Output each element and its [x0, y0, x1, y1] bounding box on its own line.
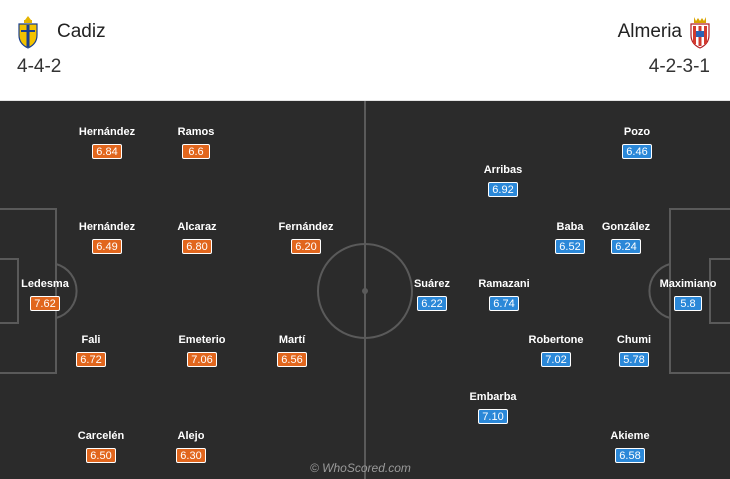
player-rating: 6.46: [622, 144, 652, 159]
player-rating: 6.52: [555, 239, 585, 254]
pitch-markings: [0, 101, 730, 479]
player-name: Akieme: [610, 430, 650, 442]
player-name: Carcelén: [77, 430, 125, 442]
player-name: Maximiano: [659, 278, 717, 290]
player-name: González: [601, 221, 651, 233]
player-rating: 7.10: [478, 409, 508, 424]
player-name: Alcaraz: [177, 221, 217, 233]
player-rating: 6.50: [86, 448, 116, 463]
player-rating: 6.22: [417, 296, 447, 311]
player-rating: 5.8: [674, 296, 702, 311]
player-rating: 6.74: [489, 296, 519, 311]
home-formation: 4-4-2: [17, 56, 62, 77]
player-rating: 6.56: [277, 352, 307, 367]
almeria-crest-icon: [690, 17, 710, 49]
player-rating: 7.62: [30, 296, 60, 311]
player-name: Ledesma: [21, 278, 69, 290]
player-rating: 7.06: [187, 352, 217, 367]
away-player[interactable]: Pozo 6.46: [592, 125, 682, 169]
player-name: Arribas: [483, 164, 523, 176]
player-name: Suárez: [413, 278, 451, 290]
away-formation: 4-2-3-1: [648, 56, 710, 77]
player-rating: 6.6: [182, 144, 210, 159]
player-rating: 6.80: [182, 239, 212, 254]
away-player[interactable]: Arribas 6.92: [458, 163, 548, 207]
away-team-name[interactable]: Almeria: [617, 21, 682, 42]
home-player[interactable]: Hernández 6.84: [62, 125, 152, 169]
player-rating: 6.72: [76, 352, 106, 367]
away-player[interactable]: Robertone 7.02: [511, 333, 601, 377]
player-name: Hernández: [78, 126, 136, 138]
home-player[interactable]: Alejo 6.30: [146, 429, 236, 473]
player-name: Baba: [556, 221, 584, 233]
home-player[interactable]: Alcaraz 6.80: [152, 220, 242, 264]
match-header: Cadiz 4-4-2 Almeria 4-2-3-1: [0, 0, 730, 101]
away-player[interactable]: Embarba 7.10: [448, 390, 538, 434]
home-team-name[interactable]: Cadiz: [57, 21, 106, 42]
player-name: Fali: [81, 334, 101, 346]
player-name: Chumi: [616, 334, 652, 346]
home-player[interactable]: Carcelén 6.50: [56, 429, 146, 473]
player-rating: 6.92: [488, 182, 518, 197]
player-name: Fernández: [278, 221, 334, 233]
player-name: Ramazani: [478, 278, 530, 290]
player-rating: 6.84: [92, 144, 122, 159]
player-name: Martí: [278, 334, 306, 346]
away-player[interactable]: Akieme 6.58: [585, 429, 675, 473]
away-player[interactable]: Maximiano 5.8: [649, 277, 727, 321]
home-player[interactable]: Ramos 6.6: [151, 125, 241, 169]
away-player[interactable]: Baba 6.52: [525, 220, 615, 264]
player-rating: 6.30: [176, 448, 206, 463]
pitch: Hernández 6.84 Ramos 6.6 Hernández 6.49 …: [0, 101, 730, 479]
player-name: Emeterio: [178, 334, 226, 346]
player-rating: 6.58: [615, 448, 645, 463]
home-player[interactable]: Fali 6.72: [46, 333, 136, 377]
watermark: © WhoScored.com: [310, 461, 411, 475]
player-name: Embarba: [469, 391, 517, 403]
home-player[interactable]: Hernández 6.49: [62, 220, 152, 264]
away-player[interactable]: Chumi 5.78: [589, 333, 679, 377]
player-rating: 5.78: [619, 352, 649, 367]
player-name: Robertone: [528, 334, 584, 346]
away-player[interactable]: Suárez 6.22: [387, 277, 477, 321]
away-player[interactable]: Ramazani 6.74: [459, 277, 549, 321]
player-rating: 6.49: [92, 239, 122, 254]
cadiz-crest-icon: [18, 16, 38, 49]
player-rating: 6.20: [291, 239, 321, 254]
player-name: Alejo: [177, 430, 205, 442]
player-name: Pozo: [623, 126, 651, 138]
home-player[interactable]: Emeterio 7.06: [157, 333, 247, 377]
player-name: Hernández: [78, 221, 136, 233]
home-player[interactable]: Martí 6.56: [247, 333, 337, 377]
player-name: Ramos: [177, 126, 215, 138]
player-rating: 7.02: [541, 352, 571, 367]
away-player[interactable]: González 6.24: [581, 220, 671, 264]
player-rating: 6.24: [611, 239, 641, 254]
home-player[interactable]: Ledesma 7.62: [10, 277, 80, 321]
home-player[interactable]: Fernández 6.20: [261, 220, 351, 264]
